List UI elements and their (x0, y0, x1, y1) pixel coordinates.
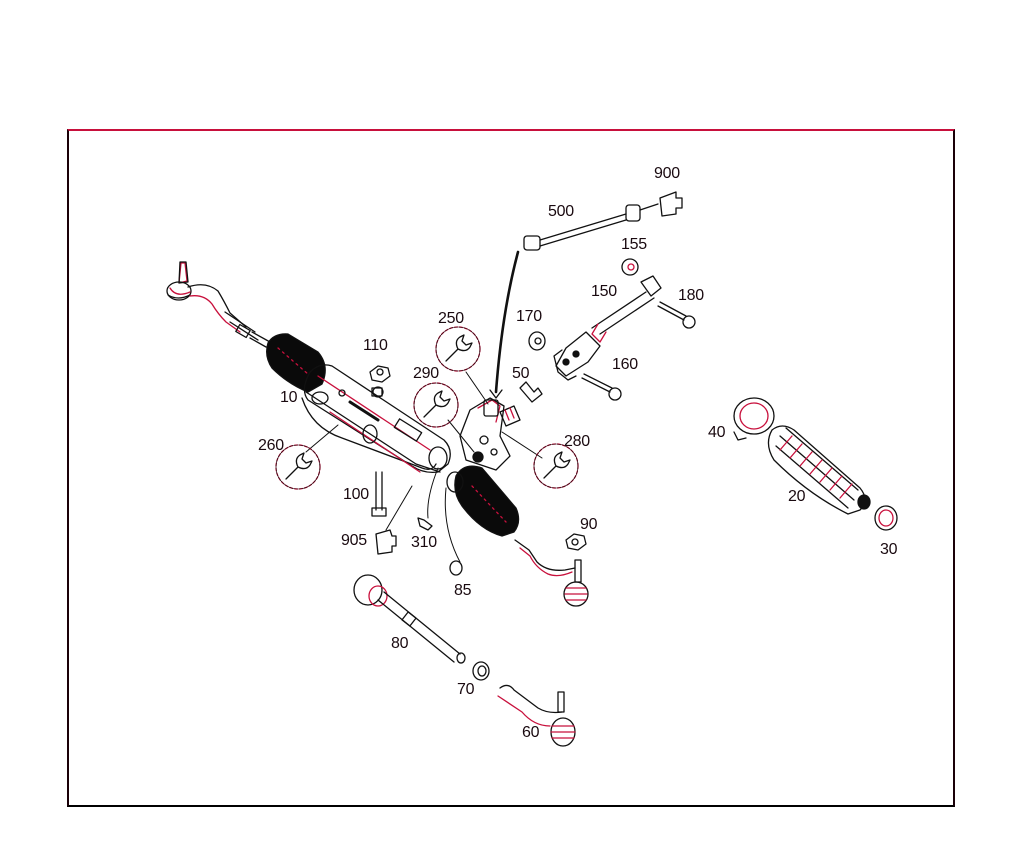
wrench-icon (413, 382, 459, 428)
boot-left (266, 333, 326, 393)
part-label-155: 155 (621, 236, 647, 253)
connector-900 (659, 191, 683, 217)
boot-20 (767, 425, 871, 515)
part-label-260: 260 (258, 437, 284, 454)
washer-170 (528, 331, 546, 351)
tie-rod-end-60 (497, 684, 576, 747)
diagram-frame (67, 129, 955, 807)
clamp-40 (733, 397, 775, 441)
part-label-80: 80 (391, 635, 409, 652)
wrench-icon (275, 444, 321, 490)
part-label-20: 20 (788, 488, 806, 505)
part-label-85: 85 (454, 582, 472, 599)
part-label-160: 160 (612, 356, 638, 373)
part-label-110: 110 (363, 337, 388, 354)
part-label-50: 50 (512, 365, 530, 382)
tie-rod-end-right (514, 539, 589, 607)
rack-housing (301, 364, 451, 474)
nut-70 (472, 661, 490, 681)
part-label-250: 250 (438, 310, 464, 327)
inner-tie-rod-80 (353, 574, 466, 664)
valve-body (459, 397, 521, 471)
grommet-85 (449, 560, 463, 576)
washer-155 (621, 258, 639, 276)
block-905 (375, 529, 397, 555)
wrench-symbols (275, 326, 579, 490)
bolt-180 (657, 301, 696, 329)
part-label-40: 40 (708, 424, 726, 441)
part-label-500: 500 (548, 203, 574, 220)
nut-90 (565, 533, 587, 551)
bolt-160 (581, 373, 622, 401)
sensor-cable-500 (489, 203, 659, 399)
wrench-icon (435, 326, 481, 372)
part-label-170: 170 (516, 308, 542, 325)
clamp-30 (874, 505, 898, 531)
bolt-100 (371, 471, 387, 517)
nut-110 (369, 365, 391, 383)
shaft-150 (553, 275, 662, 381)
part-label-30: 30 (880, 541, 898, 558)
part-label-10: 10 (280, 389, 298, 406)
tie-rod-end-left (166, 261, 271, 348)
part-label-905: 905 (341, 532, 367, 549)
part-label-150: 150 (591, 283, 617, 300)
clip-50 (519, 381, 543, 403)
part-label-180: 180 (678, 287, 704, 304)
part-label-100: 100 (343, 486, 369, 503)
wrench-icon (533, 443, 579, 489)
part-label-290: 290 (413, 365, 439, 382)
part-label-60: 60 (522, 724, 540, 741)
leader-lines (305, 371, 543, 563)
part-label-280: 280 (564, 433, 590, 450)
part-label-90: 90 (580, 516, 598, 533)
part-label-900: 900 (654, 165, 680, 182)
part-label-310: 310 (411, 534, 437, 551)
part-label-70: 70 (457, 681, 475, 698)
boot-right (446, 465, 520, 537)
screw-310 (417, 517, 433, 531)
